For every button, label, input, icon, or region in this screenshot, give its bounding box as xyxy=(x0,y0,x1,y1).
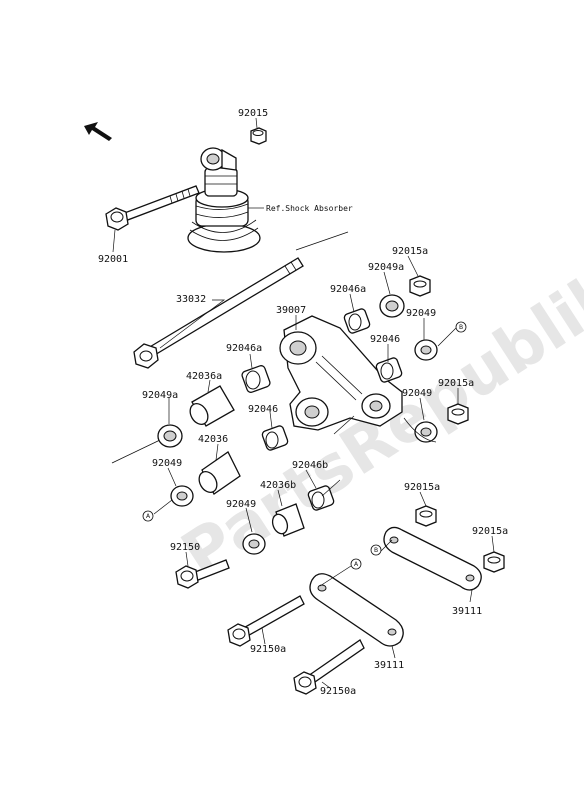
seal-92049-right-lower[interactable] xyxy=(414,421,438,443)
label-92049-right: 92049 xyxy=(402,388,432,399)
label-92015a-lower-2: 92015a xyxy=(472,526,508,537)
reference-note: Ref.Shock Absorber xyxy=(266,204,353,213)
svg-text:A: A xyxy=(354,561,359,568)
label-92015: 92015 xyxy=(238,108,268,119)
seal-92049-left[interactable] xyxy=(170,485,194,507)
label-92046a-left: 92046a xyxy=(226,343,262,354)
label-42036a: 42036a xyxy=(186,371,222,382)
shaft-33032[interactable] xyxy=(133,257,304,369)
collar-42036[interactable] xyxy=(196,451,241,496)
collar-42036b[interactable] xyxy=(270,503,305,537)
label-92046b: 92046b xyxy=(292,460,328,471)
leader-lines xyxy=(112,117,495,689)
label-92049-left: 92049 xyxy=(152,458,182,469)
label-92046-center: 92046 xyxy=(248,404,278,415)
rocker-arm-39007[interactable] xyxy=(279,315,403,431)
label-92049-upper: 92049 xyxy=(406,308,436,319)
nut-92015[interactable] xyxy=(250,127,267,145)
nut-92015a-lower-1[interactable] xyxy=(415,505,437,527)
tie-rod-39111-lower[interactable] xyxy=(309,573,404,647)
nut-92015a-right[interactable] xyxy=(447,403,469,425)
callout-marker-a-left: A xyxy=(142,510,154,522)
label-39111-upper: 39111 xyxy=(452,606,482,617)
bolt-92150[interactable] xyxy=(175,559,230,589)
bearing-92046-center[interactable] xyxy=(261,425,289,451)
label-39111-lower: 39111 xyxy=(374,660,404,671)
collar-42036a[interactable] xyxy=(187,385,235,428)
label-92015a-upper: 92015a xyxy=(392,246,428,257)
bearing-92046a-left[interactable] xyxy=(241,365,271,394)
bearing-92046b[interactable] xyxy=(307,485,335,511)
bracket-line xyxy=(111,439,161,464)
label-92150a-lower: 92150a xyxy=(320,686,356,697)
label-92001: 92001 xyxy=(98,254,128,265)
seal-92049-lower[interactable] xyxy=(242,533,266,555)
tie-rod-39111-upper[interactable] xyxy=(383,526,482,591)
label-92049a-upper: 92049a xyxy=(368,262,404,273)
label-42036: 42036 xyxy=(198,434,228,445)
label-42036b: 42036b xyxy=(260,480,296,491)
label-92049-lower: 92049 xyxy=(226,499,256,510)
seal-92049a-left[interactable] xyxy=(157,424,183,448)
bolt-92001[interactable] xyxy=(105,185,200,231)
label-92150a-upper: 92150a xyxy=(250,644,286,655)
bracket-line xyxy=(295,231,349,251)
callout-marker-b-upper: B xyxy=(455,321,467,333)
callout-marker-a-lower: A xyxy=(350,558,362,570)
label-33032: 33032 xyxy=(176,294,206,305)
front-direction-arrow-icon xyxy=(84,122,112,141)
svg-text:B: B xyxy=(459,324,463,331)
seal-92049a-upper[interactable] xyxy=(379,294,405,318)
bolt-92150a-upper[interactable] xyxy=(227,595,305,647)
callout-marker-b-lower: B xyxy=(370,544,382,556)
label-92049a-left: 92049a xyxy=(142,390,178,401)
label-92015a-right: 92015a xyxy=(438,378,474,389)
bearing-92046-right[interactable] xyxy=(375,357,403,383)
seal-92049-right-upper[interactable] xyxy=(414,339,438,361)
label-92046-right: 92046 xyxy=(370,334,400,345)
label-92150: 92150 xyxy=(170,542,200,553)
shock-absorber xyxy=(187,147,261,253)
nut-92015a-lower-2[interactable] xyxy=(483,551,505,573)
svg-text:B: B xyxy=(374,547,378,554)
label-92046a-upper: 92046a xyxy=(330,284,366,295)
svg-text:A: A xyxy=(146,513,151,520)
label-39007: 39007 xyxy=(276,305,306,316)
bolt-92150a-lower[interactable] xyxy=(293,639,365,695)
bearing-92046a-upper[interactable] xyxy=(343,308,371,334)
nut-92015a-upper[interactable] xyxy=(409,275,431,297)
label-92015a-lower-1: 92015a xyxy=(404,482,440,493)
